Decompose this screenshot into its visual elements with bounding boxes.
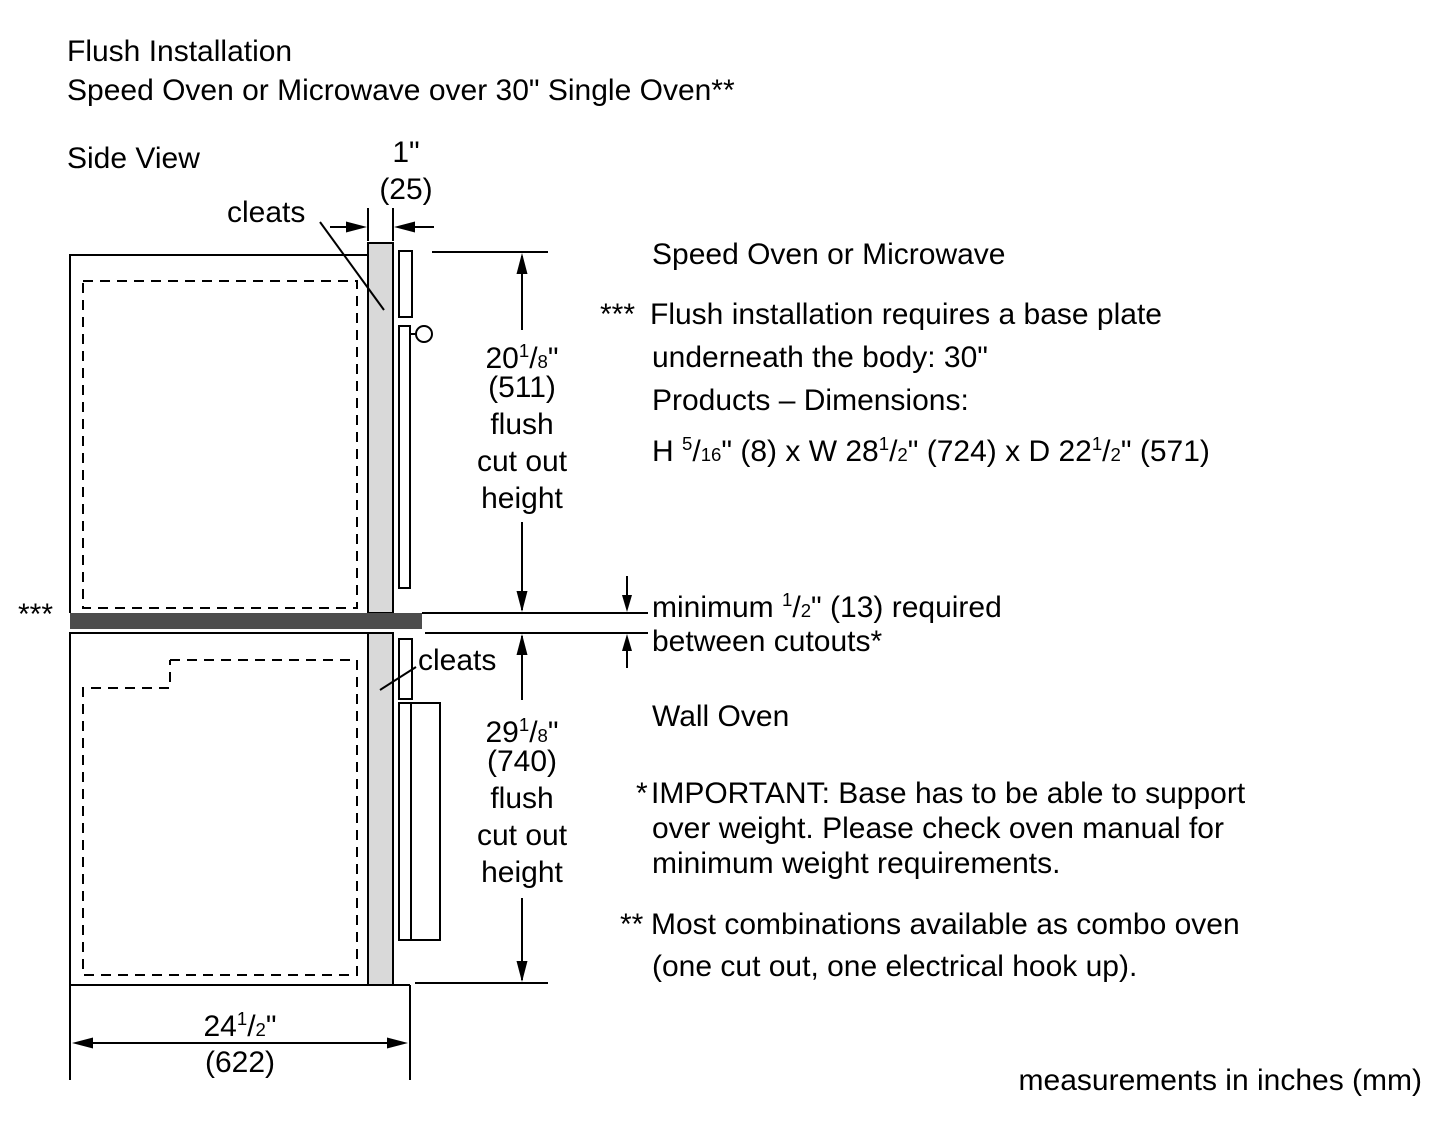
lower-appliance-door [398, 702, 441, 941]
upper-cabinet-outline [69, 254, 368, 613]
flush-note-line3: Products – Dimensions: [652, 384, 969, 417]
fraction: 1/2 [236, 1008, 266, 1043]
fraction-numerator: 5 [682, 433, 693, 454]
fraction-denominator: 2 [1110, 444, 1121, 465]
important-note-line2: over weight. Please check oven manual fo… [652, 812, 1224, 845]
fraction-denominator: 2 [255, 1019, 266, 1040]
cleat-width-inches-label: 1" [392, 136, 420, 169]
lower-cavity-dashed [82, 659, 358, 976]
fraction: 1/8 [518, 714, 548, 749]
fraction-denominator: 2 [897, 444, 908, 465]
upper-cutout-desc1: flush [490, 408, 554, 441]
bottom-width-inches-label: 241/2" [203, 1008, 277, 1043]
fraction: 5/16 [682, 433, 722, 468]
fraction-denominator: 2 [800, 600, 812, 621]
cleats-top-leader-line [319, 221, 385, 311]
combo-note-line1: Most combinations available as combo ove… [651, 908, 1240, 941]
cleats-bottom-leader-line [379, 666, 417, 691]
combo-note-line2: (one cut out, one electrical hook up). [652, 950, 1138, 983]
upper-appliance-front [398, 250, 433, 589]
fraction-denominator: 8 [537, 351, 548, 372]
side-view-label: Side View [67, 142, 200, 175]
dim-cleat-width-arrows [330, 208, 434, 241]
lower-cabinet [69, 632, 410, 986]
fraction-numerator: 1 [878, 433, 890, 454]
dim-gap-arrows [422, 576, 648, 668]
lower-cabinet-outline [69, 632, 410, 986]
page-title-line1: Flush Installation [67, 35, 293, 68]
dim-upper-height-arrows [432, 251, 548, 612]
measurements-footer: measurements in inches (mm) [1018, 1064, 1422, 1097]
combo-note-marker: ** [620, 908, 644, 941]
upper-door-knob [415, 325, 433, 343]
upper-appliance-top-frame [398, 250, 413, 318]
lower-cutout-height-mm-label: (740) [486, 745, 558, 778]
flush-note-marker: *** [600, 298, 636, 331]
fraction-numerator: 1 [1091, 433, 1103, 454]
fraction-numerator: 1 [518, 714, 530, 735]
wall-oven-heading: Wall Oven [652, 700, 790, 733]
fraction-numerator: 1 [782, 589, 793, 610]
dim-bottom-width-arrows [69, 985, 411, 1080]
fraction: 1/2 [782, 589, 812, 624]
fraction-numerator: 1 [236, 1008, 248, 1029]
base-plate-bar [70, 613, 422, 629]
fraction-numerator: 1 [518, 340, 530, 361]
fraction-denominator: 8 [537, 725, 548, 746]
lower-cutout-desc1: flush [490, 782, 554, 815]
important-note-line3: minimum weight requirements. [652, 847, 1061, 880]
cleat-width-mm-label: (25) [379, 173, 433, 206]
upper-cleat-bar [367, 242, 394, 614]
triple-asterisk-marker: *** [18, 598, 54, 631]
important-note-line1: IMPORTANT: Base has to be able to suppor… [651, 777, 1246, 810]
gap-note-line1: minimum 1/2" (13) required [652, 589, 1002, 624]
upper-cutout-desc2: cut out [476, 445, 568, 478]
upper-cabinet [69, 254, 368, 613]
upper-cutout-height-inches-label: 201/8" [485, 340, 559, 375]
upper-cutout-desc3: height [481, 482, 563, 515]
upper-cavity-dashed [82, 280, 358, 609]
product-dimensions-line: H 5/16" (8) x W 281/2" (724) x D 221/2" … [652, 433, 1210, 468]
page-title-line2: Speed Oven or Microwave over 30" Single … [67, 74, 735, 107]
fraction-denominator: 16 [700, 444, 722, 465]
upper-appliance-door [398, 325, 411, 589]
fraction: 1/2 [1091, 433, 1121, 468]
bottom-width-mm-label: (622) [204, 1046, 276, 1079]
lower-cutout-height-inches-label: 291/8" [485, 714, 559, 749]
lower-cutout-desc3: height [481, 856, 563, 889]
flush-note-line2: underneath the body: 30" [652, 341, 988, 374]
dim-lower-height-arrows [415, 634, 548, 984]
flush-note-line1: Flush installation requires a base plate [650, 298, 1162, 331]
lower-appliance-top-frame [398, 638, 413, 700]
fraction: 1/2 [878, 433, 908, 468]
lower-cutout-desc2: cut out [476, 819, 568, 852]
important-note-marker: * [636, 777, 648, 810]
cleats-bottom-label: cleats [418, 644, 497, 677]
fraction: 1/8 [518, 340, 548, 375]
speed-oven-heading: Speed Oven or Microwave [652, 238, 1006, 271]
lower-cleat-bar [367, 632, 394, 986]
cleats-top-label: cleats [227, 196, 306, 229]
lower-appliance-front [398, 638, 441, 941]
gap-note-line2: between cutouts* [652, 625, 883, 658]
upper-cutout-height-mm-label: (511) [488, 371, 556, 404]
